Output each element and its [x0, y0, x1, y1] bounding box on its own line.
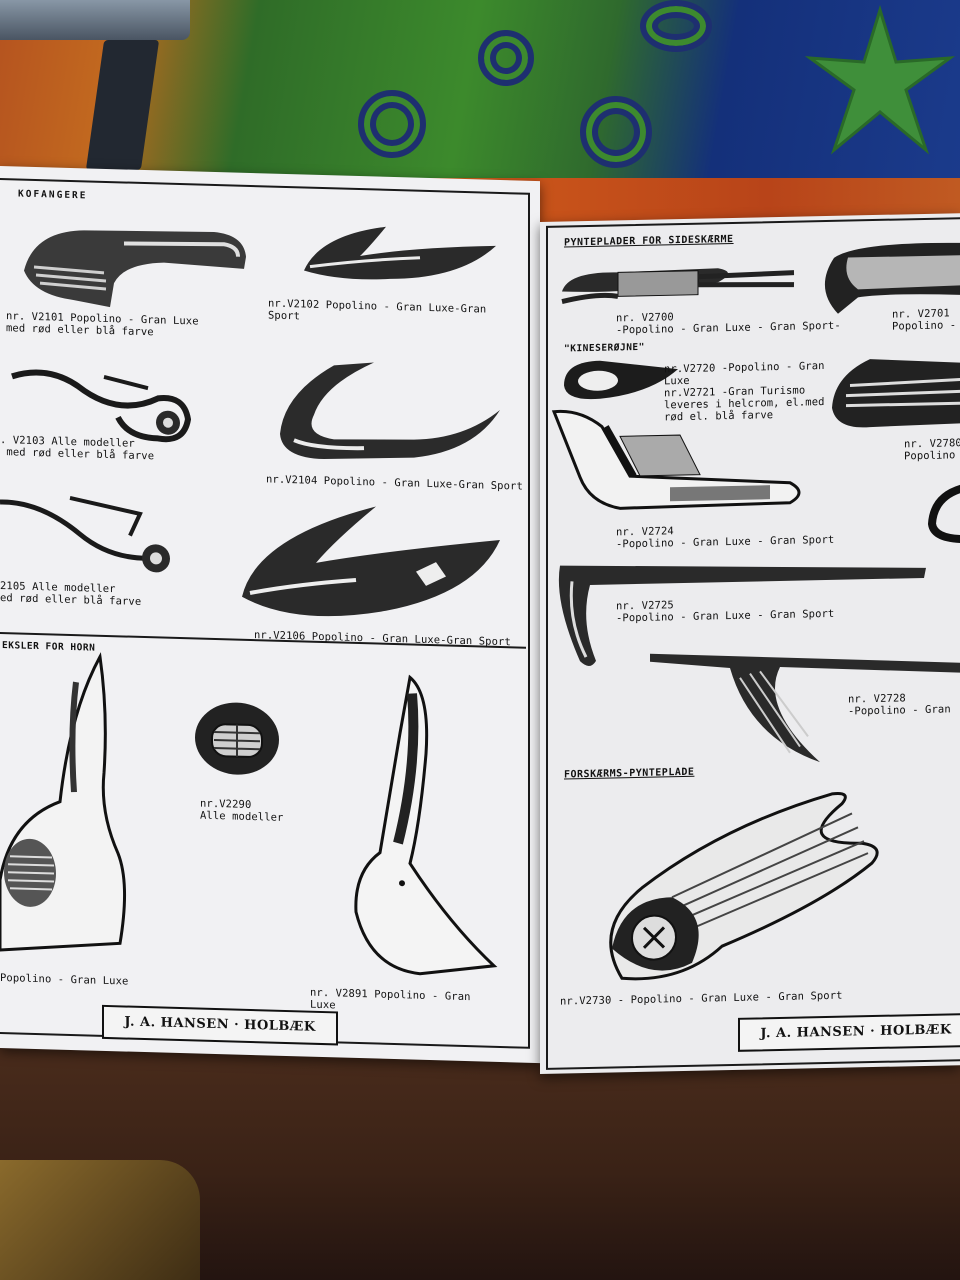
bumper-v2103-drawing	[11, 369, 192, 443]
side-trim-v2725-drawing	[558, 565, 926, 666]
right-page-footer: J. A. HANSEN · HOLBÆK	[738, 1012, 960, 1052]
caption-v2725: nr. V2725 -Popolino - Gran Luxe - Gran S…	[616, 599, 835, 625]
swirl-pattern-4	[640, 0, 712, 52]
left-page-footer: J. A. HANSEN · HOLBÆK	[102, 1004, 338, 1046]
side-trim-v2700-drawing	[561, 268, 795, 304]
catalogue-left-page: KOFANGERE nr. V2101 Popolino - Gran Luxe…	[0, 166, 540, 1064]
caption-v2701: nr. V2701 Popolino -	[892, 307, 957, 333]
bumper-v2104-drawing	[280, 362, 500, 460]
caption-v2728: nr. V2728 -Popolino - Gran	[848, 692, 951, 718]
bumper-v2102-drawing	[304, 226, 496, 280]
starfish-pattern	[804, 4, 956, 155]
caption-v2105: 2105 Alle modeller ed rød eller blå farv…	[0, 580, 142, 608]
side-trim-fragment-drawing	[927, 483, 960, 544]
side-trim-v2728-drawing	[650, 653, 960, 763]
bumper-v2106-drawing	[242, 506, 500, 617]
side-trim-v2780-drawing	[832, 359, 960, 428]
horn-cover-v2891-drawing	[354, 674, 498, 976]
bumper-v2105-drawing	[0, 496, 170, 573]
caption-v2290: nr.V2290 Alle modeller	[200, 797, 284, 824]
caption-v2780: nr. V2780 Popolino	[904, 437, 960, 463]
side-trim-v2724-drawing	[551, 409, 801, 510]
bumper-v2101-drawing	[24, 230, 246, 308]
device-corner	[0, 0, 190, 40]
gilded-furniture-edge	[0, 1160, 200, 1280]
section-title-kinesere: "KINESERØJNE"	[564, 341, 645, 355]
horn-cover-left-drawing	[0, 652, 126, 952]
caption-v2700: nr. V2700 -Popolino - Gran Luxe - Gran S…	[616, 311, 841, 337]
swirl-pattern-2	[358, 90, 426, 158]
caption-v2724: nr. V2724 -Popolino - Gran Luxe - Gran S…	[616, 525, 835, 551]
section-title-kofangere: KOFANGERE	[18, 188, 88, 202]
swirl-pattern-1	[478, 30, 534, 86]
side-trim-v2701-drawing	[824, 242, 960, 314]
kineseroejne-v2720-drawing	[564, 360, 678, 400]
caption-v2103: . V2103 Alle modeller med rød eller blå …	[0, 434, 155, 463]
horn-grille-v2290-drawing	[195, 702, 279, 775]
swirl-pattern-3	[580, 96, 652, 168]
catalogue-right-page: PYNTEPLADER FOR SIDESKÆRME nr. V2700 -Po…	[540, 213, 960, 1074]
fender-ornament-v2730-drawing	[609, 792, 879, 981]
